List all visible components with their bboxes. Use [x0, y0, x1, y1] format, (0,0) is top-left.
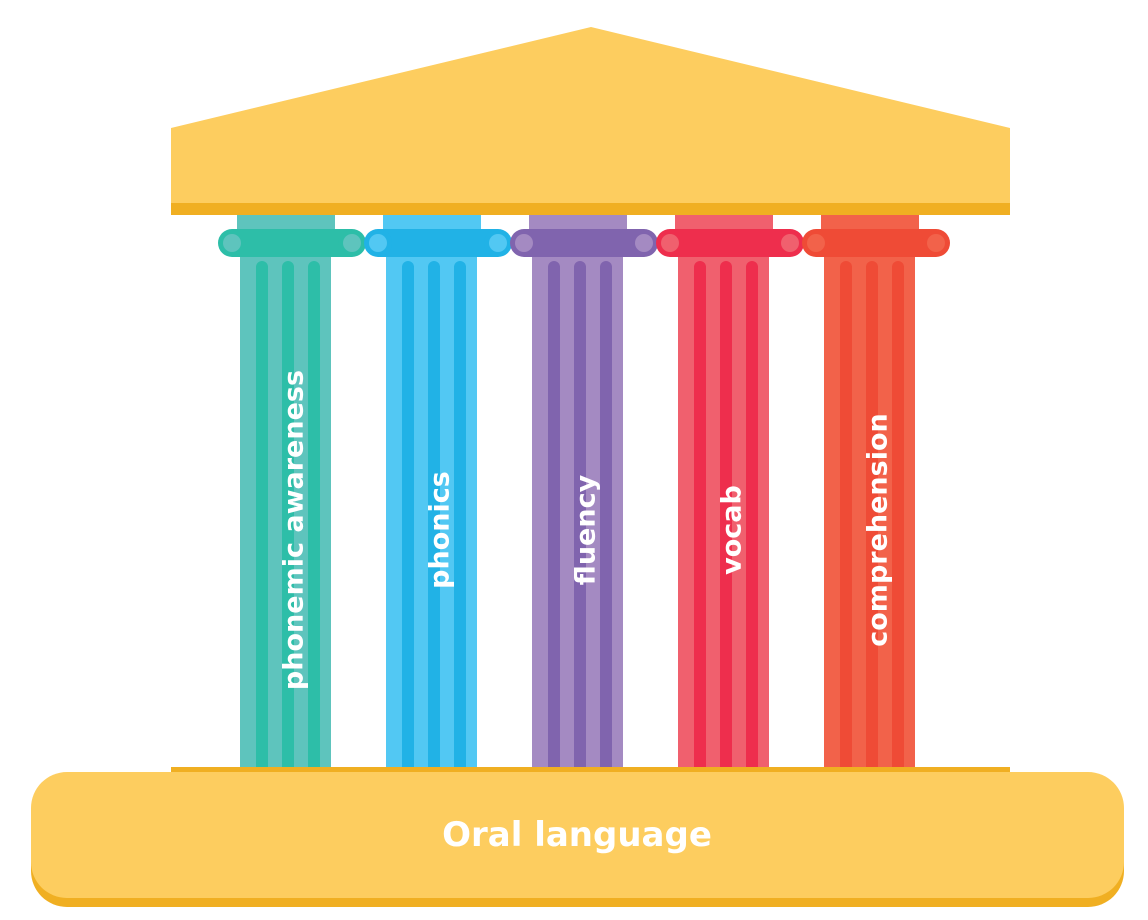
pillar: phonemic awareness — [218, 215, 366, 781]
pillar: phonics — [364, 215, 512, 781]
volute-inner — [635, 234, 653, 252]
pillar-flute — [840, 261, 852, 781]
pillar: fluency — [510, 215, 658, 781]
pillar-capital — [378, 229, 498, 257]
pillar-flute — [600, 261, 612, 781]
pillar-flute — [402, 261, 414, 781]
pillar-label: phonics — [425, 471, 456, 589]
pillar-flute — [720, 261, 732, 781]
pillar-abacus — [529, 215, 627, 233]
pillar-label: vocab — [717, 485, 748, 575]
volute-inner — [927, 234, 945, 252]
pillars: phonemic awareness phonics fluency vocab com… — [218, 215, 950, 781]
pillar-flute — [548, 261, 560, 781]
pillar: comprehension — [802, 215, 950, 781]
pillar-flute — [428, 261, 440, 781]
volute-inner — [515, 234, 533, 252]
roof — [171, 27, 1010, 215]
volute-inner — [343, 234, 361, 252]
foundation-block — [31, 772, 1124, 898]
pillar-flute — [282, 261, 294, 781]
pillar: vocab — [656, 215, 804, 781]
pillar-flute — [866, 261, 878, 781]
pillar-flute — [256, 261, 268, 781]
foundation-label: Oral language — [442, 815, 712, 855]
roof-pediment — [171, 27, 1010, 204]
volute-inner — [661, 234, 679, 252]
pillar-flute — [694, 261, 706, 781]
pillar-flute — [746, 261, 758, 781]
pillar-flute — [574, 261, 586, 781]
pillar-capital — [816, 229, 936, 257]
pillar-label: phonemic awareness — [279, 370, 310, 690]
pillar-abacus — [821, 215, 919, 233]
pillar-abacus — [675, 215, 773, 233]
volute-inner — [781, 234, 799, 252]
volute-inner — [807, 234, 825, 252]
pillar-label: fluency — [571, 474, 602, 585]
foundation-top-strip — [171, 767, 1010, 775]
volute-inner — [489, 234, 507, 252]
pillar-capital — [670, 229, 790, 257]
pillar-flute — [308, 261, 320, 781]
pillar-capital — [232, 229, 352, 257]
volute-inner — [223, 234, 241, 252]
pillar-flute — [454, 261, 466, 781]
pillar-abacus — [383, 215, 481, 233]
pillar-label: comprehension — [863, 413, 894, 647]
roof-beam — [171, 203, 1010, 215]
volute-inner — [369, 234, 387, 252]
foundation: Oral language — [31, 767, 1124, 907]
pillar-flute — [892, 261, 904, 781]
pillar-abacus — [237, 215, 335, 233]
pillar-capital — [524, 229, 644, 257]
